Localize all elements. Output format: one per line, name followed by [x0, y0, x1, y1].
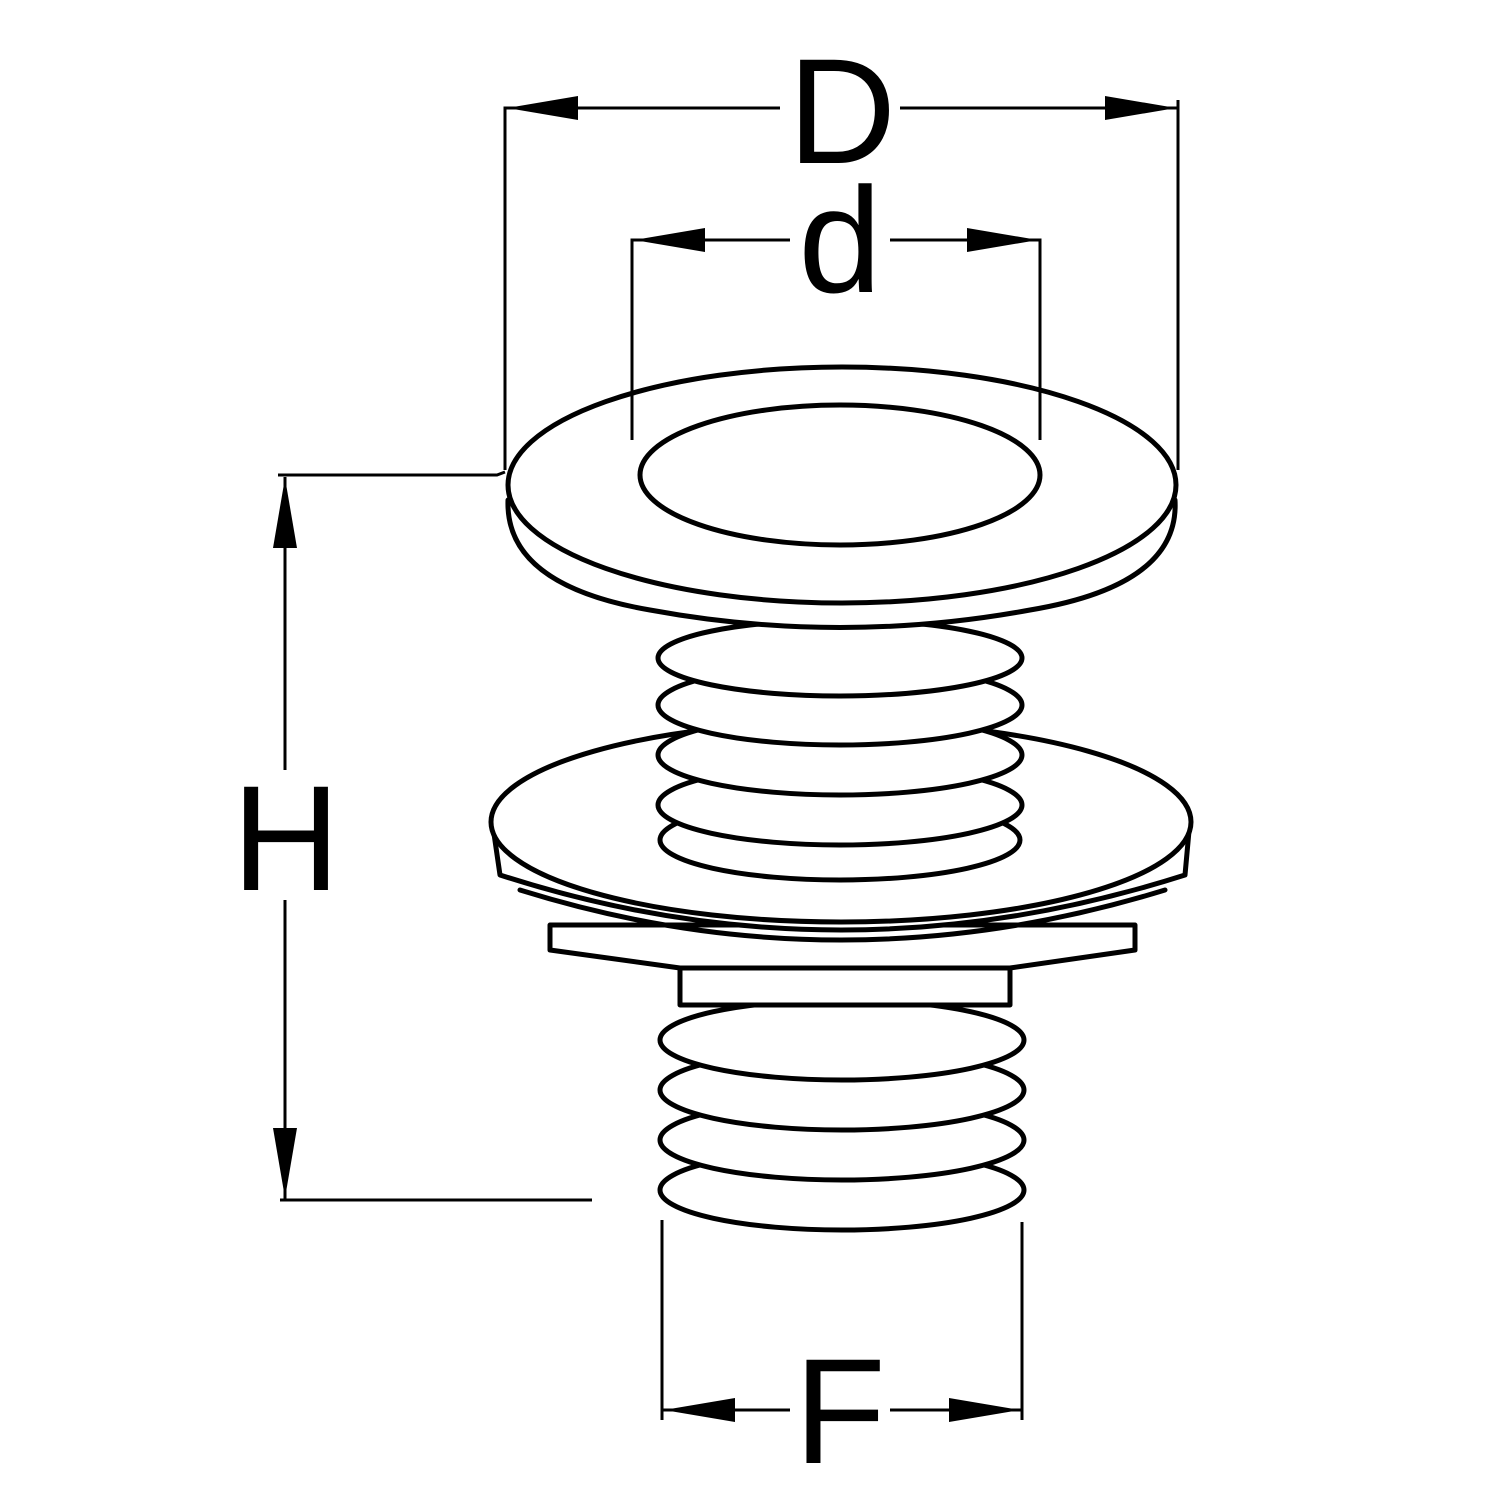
upper-thread [655, 617, 1025, 883]
top-flange [505, 364, 1179, 630]
label-d: d [798, 156, 881, 324]
label-F: F [794, 1327, 886, 1495]
hex-nut [547, 922, 1138, 1008]
lower-thread [657, 997, 1027, 1233]
dimension-d [630, 190, 1042, 440]
dimension-H [273, 477, 592, 1202]
label-D: D [788, 27, 896, 195]
dimension-D [278, 60, 1180, 477]
dimension-F [660, 1220, 1024, 1422]
label-H: H [232, 754, 340, 922]
